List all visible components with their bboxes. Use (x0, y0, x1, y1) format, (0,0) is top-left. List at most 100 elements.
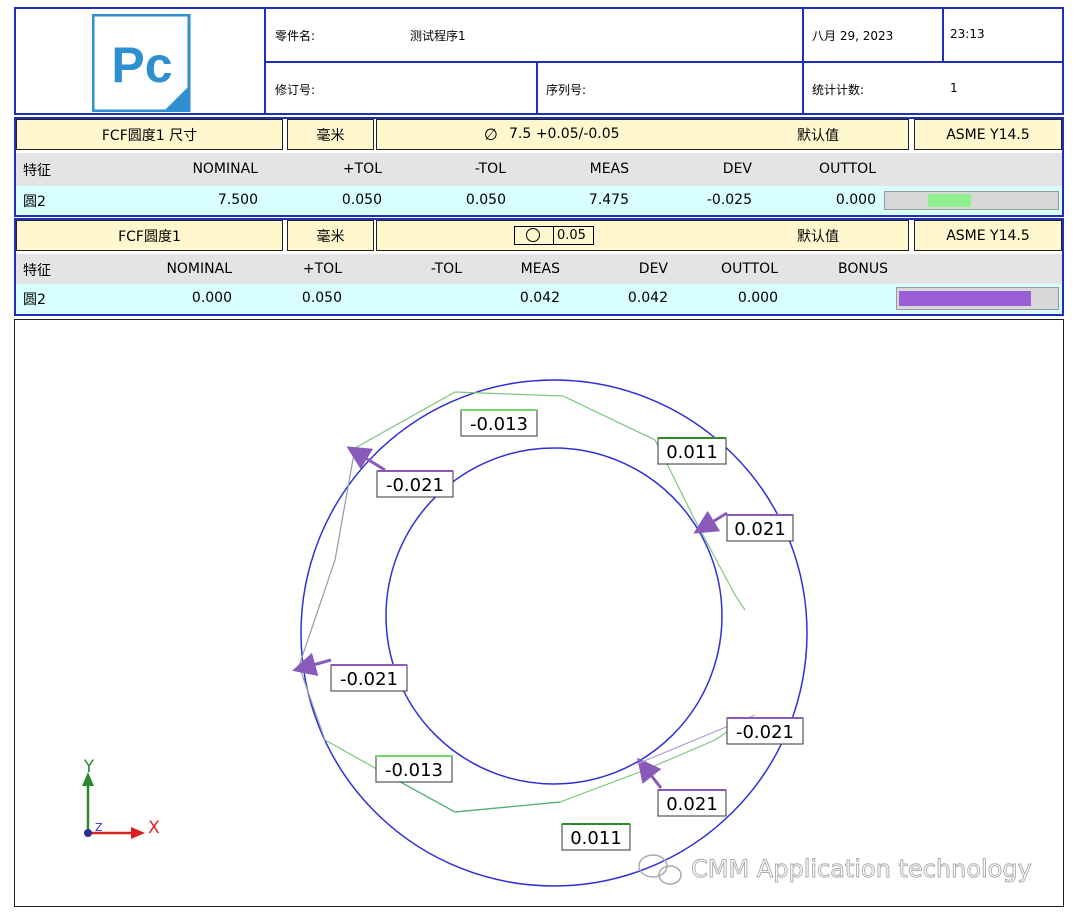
deviation-bar-fill (927, 194, 971, 207)
deviation-label: -0.021 (726, 717, 804, 745)
deviation-label-text: 0.011 (666, 442, 718, 463)
wechat-icon (638, 854, 682, 885)
col-meas: MEAS (520, 261, 560, 277)
cell-plus-tol: 0.050 (341, 192, 382, 208)
axis-triad: Y X Z (82, 757, 160, 839)
col-dev: DEV (638, 261, 668, 277)
cell-nominal: 7.500 (217, 192, 258, 208)
col-minus-tol: -TOL (474, 161, 506, 177)
deviation-label: -0.021 (376, 470, 454, 498)
serial-cell: 序列号: (536, 61, 804, 115)
part-name-value: 测试程序1 (410, 29, 466, 43)
stat-count-value: 1 (950, 81, 958, 95)
roundness-plot: -0.013 0.011 -0.021 0.021 -0.021 -0.021 (14, 319, 1064, 907)
col-nominal: NOMINAL (192, 161, 258, 177)
fcf-size-dimension: ∅ 7.5 +0.05/-0.05 默认值 (376, 119, 909, 150)
deviation-label-text: 0.011 (570, 828, 622, 849)
diameter-icon: ∅ (484, 125, 498, 144)
deviation-label: 0.021 (657, 789, 727, 817)
fcf-size-standard: ASME Y14.5 (914, 119, 1062, 150)
fcf-roundness-standard: ASME Y14.5 (914, 220, 1062, 251)
col-feature: 特征 (23, 263, 51, 279)
cell-plus-tol: 0.050 (301, 290, 342, 306)
axis-z-label: Z (95, 821, 103, 834)
dimension-text: 7.5 +0.05/-0.05 (509, 126, 620, 142)
fcf-roundness-title: FCF圆度1 (16, 220, 283, 251)
deviation-label-text: -0.021 (386, 475, 444, 496)
table-header-row: 特征 NOMINAL +TOL -TOL MEAS DEV OUTTOL BON… (16, 254, 1062, 284)
plot-canvas: -0.013 0.011 -0.021 0.021 -0.021 -0.021 (82, 379, 1032, 887)
col-meas: MEAS (589, 161, 629, 177)
fcf-size-unit: 毫米 (287, 119, 374, 150)
axis-y-label: Y (83, 757, 95, 777)
col-feature: 特征 (23, 163, 51, 179)
part-name-label: 零件名: (275, 29, 316, 43)
fcf-roundness-unit: 毫米 (287, 220, 374, 251)
col-plus-tol: +TOL (302, 261, 342, 277)
table-header-row: 特征 NOMINAL +TOL -TOL MEAS DEV OUTTOL (16, 153, 1062, 186)
cell-outtol: 0.000 (737, 290, 778, 306)
watermark-text: CMM Application technology (691, 855, 1032, 883)
roundness-symbol-box (514, 226, 554, 245)
table-row: 圆2 0.000 0.050 0.042 0.042 0.000 (16, 284, 1062, 314)
cell-meas: 0.042 (519, 290, 560, 306)
fcf-size-title: FCF圆度1 尺寸 (16, 119, 283, 150)
deviation-label-text: -0.013 (470, 414, 528, 435)
measured-profile-accent (374, 767, 561, 813)
col-bonus: BONUS (838, 261, 888, 277)
default-value-label: 默认值 (797, 229, 839, 245)
report-time: 23:13 (950, 27, 985, 41)
roundness-circle-icon (526, 228, 540, 242)
deviation-label: -0.013 (375, 755, 453, 783)
outer-tolerance-circle (300, 379, 808, 887)
axis-x-label: X (148, 818, 160, 838)
deviation-label-text: -0.013 (385, 760, 443, 781)
col-nominal: NOMINAL (166, 261, 232, 277)
deviation-label-text: 0.021 (666, 794, 718, 815)
deviation-bar (884, 191, 1059, 210)
logo-text: Pc (111, 37, 172, 93)
cell-feature: 圆2 (23, 292, 46, 308)
cell-feature: 圆2 (23, 194, 46, 210)
roundness-bar-fill (899, 291, 1031, 306)
watermark: CMM Application technology (638, 854, 1032, 885)
fcf-roundness-frame: 0.05 默认值 (376, 220, 909, 251)
revision-cell: 修订号: (264, 61, 538, 115)
deviation-arrow (693, 510, 728, 534)
part-name-cell: 零件名: 测试程序1 (264, 7, 804, 63)
default-value-label: 默认值 (797, 128, 839, 144)
col-minus-tol: -TOL (430, 261, 462, 277)
cell-meas: 7.475 (588, 192, 629, 208)
deviation-label-text: -0.021 (340, 669, 398, 690)
logo-cell: Pc (14, 7, 266, 115)
table-row: 圆2 7.500 0.050 0.050 7.475 -0.025 0.000 (16, 186, 1062, 215)
deviation-label-text: -0.021 (736, 722, 794, 743)
cell-minus-tol: 0.050 (465, 192, 506, 208)
report-date: 八月 29, 2023 (812, 29, 894, 43)
cell-dev: -0.025 (706, 192, 752, 208)
deviation-label-text: 0.021 (734, 519, 786, 540)
col-plus-tol: +TOL (342, 161, 382, 177)
stat-count-cell: 统计计数: 1 (802, 61, 1064, 115)
serial-label: 序列号: (546, 83, 587, 97)
pc-dmis-logo-icon: Pc (91, 13, 192, 113)
deviation-label: -0.021 (330, 664, 408, 692)
date-cell: 八月 29, 2023 (802, 7, 944, 63)
roundness-tolerance-box: 0.05 (553, 226, 594, 245)
deviation-arrow (292, 652, 332, 676)
col-outtol: OUTTOL (819, 161, 876, 177)
deviation-arrow (637, 757, 663, 789)
measured-profile-accent (298, 447, 356, 741)
revision-label: 修订号: (275, 83, 316, 97)
roundness-tolerance-value: 0.05 (557, 228, 586, 243)
deviation-arrow (346, 446, 386, 472)
deviation-label: -0.013 (460, 409, 538, 437)
stat-count-label: 统计计数: (812, 83, 865, 97)
deviation-label: 0.011 (657, 437, 727, 465)
cell-outtol: 0.000 (835, 192, 876, 208)
time-cell: 23:13 (942, 7, 1064, 63)
roundness-bar (896, 287, 1059, 310)
col-dev: DEV (722, 161, 752, 177)
cell-nominal: 0.000 (191, 290, 232, 306)
col-outtol: OUTTOL (721, 261, 778, 277)
